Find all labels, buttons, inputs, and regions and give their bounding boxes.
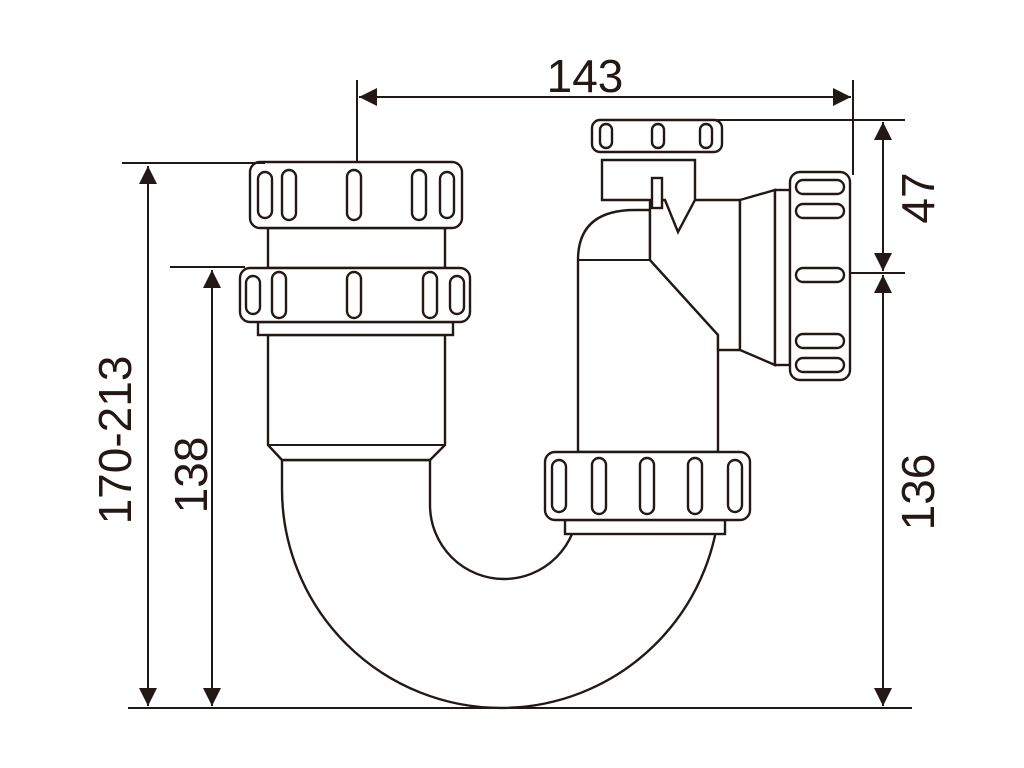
dimension-label-143: 143 <box>547 50 624 102</box>
dimension-label-170-213: 170-213 <box>89 356 141 525</box>
extension-lines <box>122 80 912 709</box>
riser-nut <box>543 450 752 536</box>
inlet-body <box>256 226 455 462</box>
dimension-143: 143 <box>359 50 851 106</box>
dimension-136: 136 <box>874 275 944 706</box>
side-outlet-nut <box>788 170 852 382</box>
lower-nut-left <box>238 266 472 324</box>
top-nut-left <box>248 160 464 230</box>
riser <box>576 158 792 454</box>
top-cap-nut <box>590 118 724 154</box>
dimension-label-136: 136 <box>892 454 944 531</box>
dimension-138: 138 <box>165 270 221 706</box>
dimension-label-47: 47 <box>892 172 944 223</box>
dimension-label-138: 138 <box>165 437 217 514</box>
dimension-47: 47 <box>874 122 944 271</box>
dimension-170-213: 170-213 <box>89 166 157 706</box>
